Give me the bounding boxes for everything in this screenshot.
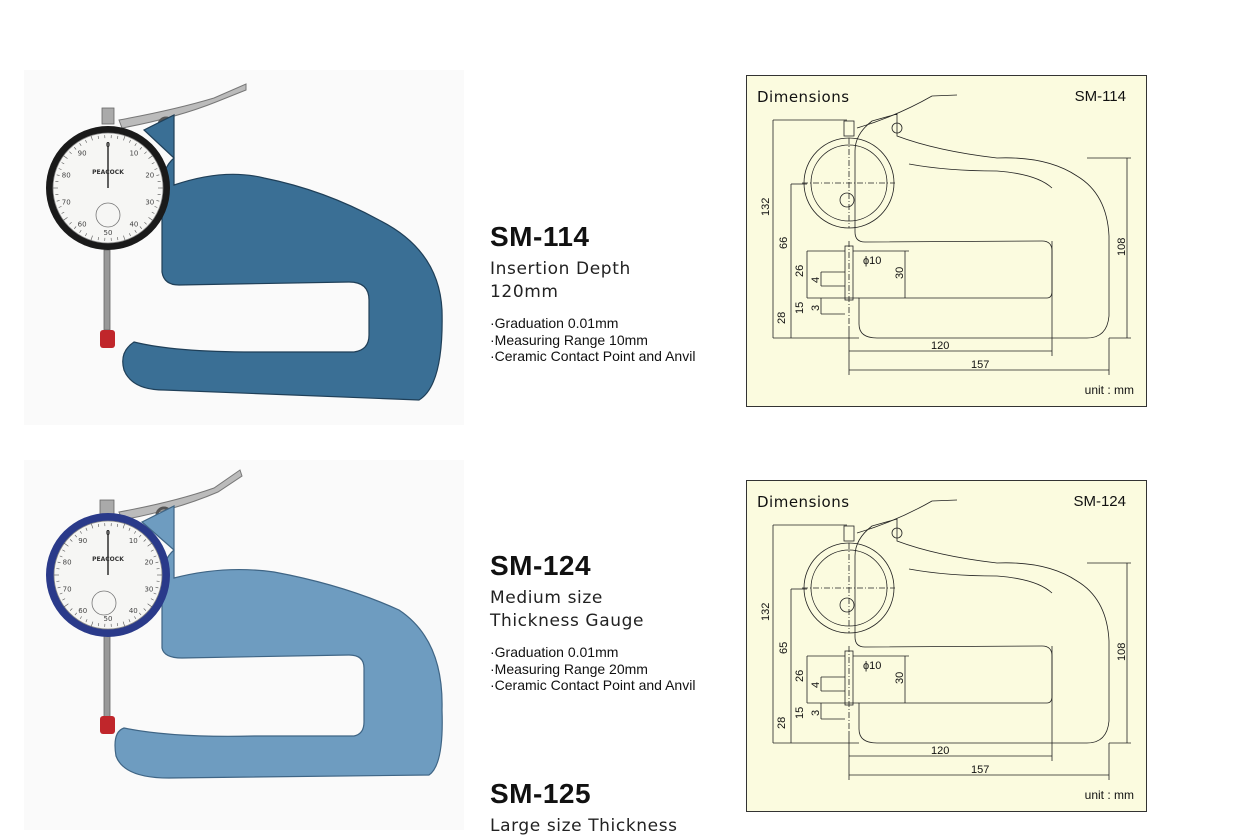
dial-number: 90 <box>78 537 87 545</box>
dimension-drawing: 132 66 26 4 15 3 28 ϕ10 30 108 120 157 <box>747 76 1146 406</box>
dim-3: 3 <box>810 710 822 716</box>
subtitle-line: Medium size <box>490 587 644 610</box>
dial-brand: PEACOCK <box>92 556 124 563</box>
product-photo-sm-114: 0102030405060708090 PEACOCK <box>24 70 464 425</box>
dimension-drawing: 132 65 26 4 15 3 28 ϕ10 30 108 120 157 <box>747 481 1146 811</box>
dim-120: 120 <box>931 745 949 757</box>
model-subtitle-sm-124: Medium size Thickness Gauge <box>490 587 644 633</box>
dim-phi10: ϕ10 <box>863 255 881 267</box>
dial-number: 30 <box>145 199 154 207</box>
model-subtitle-sm-114: Insertion Depth 120mm <box>490 258 631 304</box>
dim-120: 120 <box>931 340 949 352</box>
unit-label: unit : mm <box>1085 383 1134 397</box>
subtitle-line: 120mm <box>490 281 631 304</box>
dim-108: 108 <box>1116 238 1128 256</box>
dim-132: 132 <box>760 198 772 216</box>
unit-label: unit : mm <box>1085 788 1134 802</box>
dimensions-model: SM-114 <box>1075 88 1126 105</box>
dim-28: 28 <box>776 312 788 324</box>
spec-item: ·Graduation 0.01mm <box>490 644 695 661</box>
dial-number: 40 <box>129 607 138 615</box>
dial-stem <box>102 108 114 124</box>
spec-item: ·Measuring Range 20mm <box>490 661 695 678</box>
dim-28: 28 <box>776 717 788 729</box>
spindle <box>104 250 110 330</box>
dim-108: 108 <box>1116 643 1128 661</box>
spec-list-sm-114: ·Graduation 0.01mm ·Measuring Range 10mm… <box>490 315 695 365</box>
dial-number: 10 <box>129 537 138 545</box>
dial-number: 40 <box>129 221 138 229</box>
dimensions-panel-sm-124: 132 65 26 4 15 3 28 ϕ10 30 108 120 157 D… <box>746 480 1147 812</box>
dial-number: 10 <box>129 149 138 157</box>
spec-item: ·Graduation 0.01mm <box>490 315 695 332</box>
dim-phi10: ϕ10 <box>863 660 881 672</box>
dim-65: 65 <box>778 642 790 654</box>
subtitle-line: Thickness Gauge <box>490 610 644 633</box>
dimensions-heading: Dimensions <box>757 493 850 511</box>
spec-item: ·Measuring Range 10mm <box>490 332 695 349</box>
subtitle-line: Insertion Depth <box>490 258 631 281</box>
dim-157: 157 <box>971 764 989 776</box>
model-title-sm-124: SM-124 <box>490 550 591 582</box>
spindle <box>104 635 110 717</box>
dim-3: 3 <box>810 305 822 311</box>
model-title-sm-125: SM-125 <box>490 778 591 810</box>
contact-point <box>100 716 115 734</box>
dim-15: 15 <box>794 302 806 314</box>
dial-number: 60 <box>78 607 87 615</box>
dial-number: 60 <box>78 221 87 229</box>
dial-number: 80 <box>62 171 71 179</box>
dial-number: 50 <box>104 229 113 237</box>
dial-brand: PEACOCK <box>92 169 124 176</box>
contact-point <box>100 330 115 348</box>
dimensions-heading: Dimensions <box>757 88 850 106</box>
product-photo-sm-124: 0102030405060708090 PEACOCK <box>24 460 464 830</box>
dim-30: 30 <box>894 672 906 684</box>
spec-item: ·Ceramic Contact Point and Anvil <box>490 348 695 365</box>
dial-number: 20 <box>145 171 154 179</box>
dim-4: 4 <box>810 682 822 688</box>
dim-132: 132 <box>760 603 772 621</box>
dial-number: 90 <box>78 149 87 157</box>
dial-number: 80 <box>63 559 72 567</box>
dim-157: 157 <box>971 359 989 371</box>
dimensions-panel-sm-114: 132 66 26 4 15 3 28 ϕ10 30 108 120 157 D… <box>746 75 1147 407</box>
dial-number: 30 <box>144 585 153 593</box>
dim-26: 26 <box>794 265 806 277</box>
dim-4: 4 <box>810 277 822 283</box>
lever-arm <box>119 470 242 520</box>
spec-item: ·Ceramic Contact Point and Anvil <box>490 677 695 694</box>
dim-66: 66 <box>778 237 790 249</box>
model-title-sm-114: SM-114 <box>490 221 590 253</box>
dial-number: 70 <box>62 199 71 207</box>
lever-arm <box>119 84 246 128</box>
dial-number: 70 <box>63 585 72 593</box>
model-subtitle-sm-125: Large size Thickness <box>490 815 678 838</box>
dim-26: 26 <box>794 670 806 682</box>
gauge-frame <box>123 115 442 400</box>
dial-number: 20 <box>144 559 153 567</box>
spec-list-sm-124: ·Graduation 0.01mm ·Measuring Range 20mm… <box>490 644 695 694</box>
dial-number: 50 <box>104 615 113 623</box>
dim-15: 15 <box>794 707 806 719</box>
gauge-frame <box>115 506 442 778</box>
dim-30: 30 <box>894 267 906 279</box>
dimensions-model: SM-124 <box>1073 493 1126 510</box>
